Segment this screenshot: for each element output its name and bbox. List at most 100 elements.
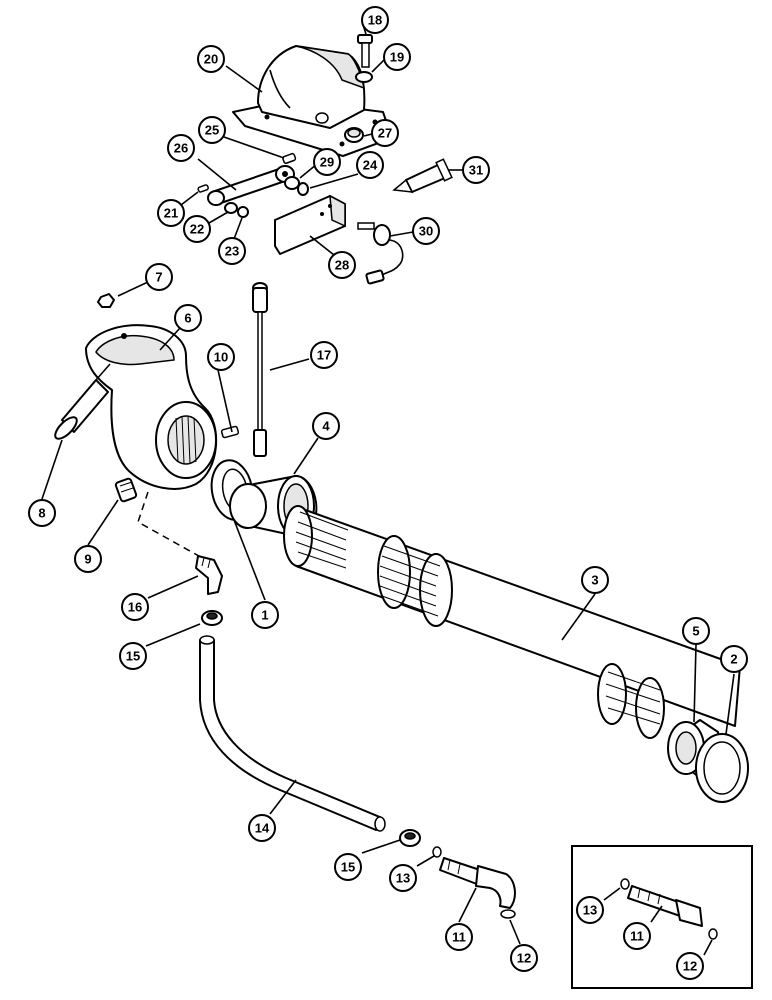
svg-text:14: 14 xyxy=(255,821,270,836)
svg-text:18: 18 xyxy=(368,13,382,28)
callout-7: 7 xyxy=(145,263,173,291)
o-ring xyxy=(500,909,516,919)
grease-fitting xyxy=(220,425,240,439)
svg-text:4: 4 xyxy=(322,419,330,434)
callout-16: 16 xyxy=(121,593,149,621)
callout-6: 6 xyxy=(174,304,202,332)
callout-3: 3 xyxy=(581,566,609,594)
svg-text:16: 16 xyxy=(128,600,142,615)
set-screw xyxy=(114,477,138,503)
nut xyxy=(97,293,115,308)
lift-arm xyxy=(85,324,218,490)
bracket-plate xyxy=(274,194,346,255)
callout-4: 4 xyxy=(312,412,340,440)
callout-14: 14 xyxy=(248,814,276,842)
svg-text:30: 30 xyxy=(419,224,433,239)
svg-text:23: 23 xyxy=(225,244,239,259)
callout-2: 2 xyxy=(720,645,748,673)
svg-text:8: 8 xyxy=(38,506,45,521)
plug xyxy=(344,127,364,143)
callout-22: 22 xyxy=(183,215,211,243)
callout-17: 17 xyxy=(310,341,338,369)
svg-text:28: 28 xyxy=(335,258,349,273)
svg-text:21: 21 xyxy=(164,206,178,221)
svg-text:15: 15 xyxy=(341,860,355,875)
svg-text:10: 10 xyxy=(214,350,228,365)
callout-26: 26 xyxy=(167,134,195,162)
svg-text:17: 17 xyxy=(317,348,331,363)
callout-12-inset: 12 xyxy=(676,952,704,980)
callout-9: 9 xyxy=(74,545,102,573)
callout-1: 1 xyxy=(251,601,279,629)
roll-pin xyxy=(197,184,209,193)
svg-text:9: 9 xyxy=(84,552,91,567)
svg-text:25: 25 xyxy=(205,123,219,138)
callout-30: 30 xyxy=(412,217,440,245)
svg-text:1: 1 xyxy=(261,608,268,623)
svg-text:15: 15 xyxy=(126,649,140,664)
callout-29: 29 xyxy=(313,148,341,176)
washer xyxy=(224,202,238,214)
svg-text:5: 5 xyxy=(692,624,699,639)
o-ring xyxy=(620,878,630,890)
svg-text:13: 13 xyxy=(583,903,597,918)
callout-13: 13 xyxy=(389,864,417,892)
bolt xyxy=(357,34,373,68)
svg-text:12: 12 xyxy=(683,959,697,974)
callout-18: 18 xyxy=(361,6,389,34)
callout-28: 28 xyxy=(328,251,356,279)
svg-text:24: 24 xyxy=(363,158,378,173)
callout-15-upper: 15 xyxy=(119,642,147,670)
position-sensor xyxy=(357,222,404,285)
svg-text:6: 6 xyxy=(184,311,191,326)
svg-text:27: 27 xyxy=(378,126,392,141)
callout-11-inset: 11 xyxy=(623,922,651,950)
callout-8: 8 xyxy=(28,499,56,527)
callout-5: 5 xyxy=(682,617,710,645)
svg-text:11: 11 xyxy=(630,929,644,944)
seal xyxy=(695,733,749,803)
svg-text:2: 2 xyxy=(730,652,737,667)
svg-text:11: 11 xyxy=(452,930,466,945)
callout-10: 10 xyxy=(207,343,235,371)
pivot-pin xyxy=(54,363,111,440)
leader-lines xyxy=(41,21,735,956)
cross-shaft xyxy=(283,505,741,739)
svg-text:31: 31 xyxy=(469,163,483,178)
callout-19: 19 xyxy=(383,43,411,71)
callout-31: 31 xyxy=(462,156,490,184)
dipstick xyxy=(252,282,268,457)
svg-text:26: 26 xyxy=(174,141,188,156)
svg-text:22: 22 xyxy=(190,222,204,237)
callout-21: 21 xyxy=(157,199,185,227)
svg-text:12: 12 xyxy=(517,951,531,966)
svg-text:13: 13 xyxy=(396,871,410,886)
svg-text:20: 20 xyxy=(204,52,218,67)
callout-23: 23 xyxy=(218,237,246,265)
o-ring xyxy=(708,928,718,940)
washer xyxy=(355,71,373,83)
svg-text:19: 19 xyxy=(390,50,404,65)
inset-panel xyxy=(571,845,753,989)
pin xyxy=(282,152,297,164)
o-ring xyxy=(432,846,442,858)
lever-arm xyxy=(207,165,295,206)
callout-13-inset: 13 xyxy=(576,896,604,924)
callout-12: 12 xyxy=(510,944,538,972)
svg-text:7: 7 xyxy=(155,270,162,285)
callout-20: 20 xyxy=(197,45,225,73)
callout-11: 11 xyxy=(445,923,473,951)
alignment-line xyxy=(137,491,207,561)
washer xyxy=(284,176,300,190)
callout-27: 27 xyxy=(371,119,399,147)
hose-connector xyxy=(439,857,516,909)
callout-25: 25 xyxy=(198,116,226,144)
hose-connector xyxy=(627,885,703,927)
sealant-tube xyxy=(392,158,453,193)
callout-15-lower: 15 xyxy=(334,853,362,881)
hose-clamp xyxy=(201,610,223,626)
svg-text:29: 29 xyxy=(320,155,334,170)
hose-clamp xyxy=(399,829,421,847)
hose xyxy=(199,635,386,832)
